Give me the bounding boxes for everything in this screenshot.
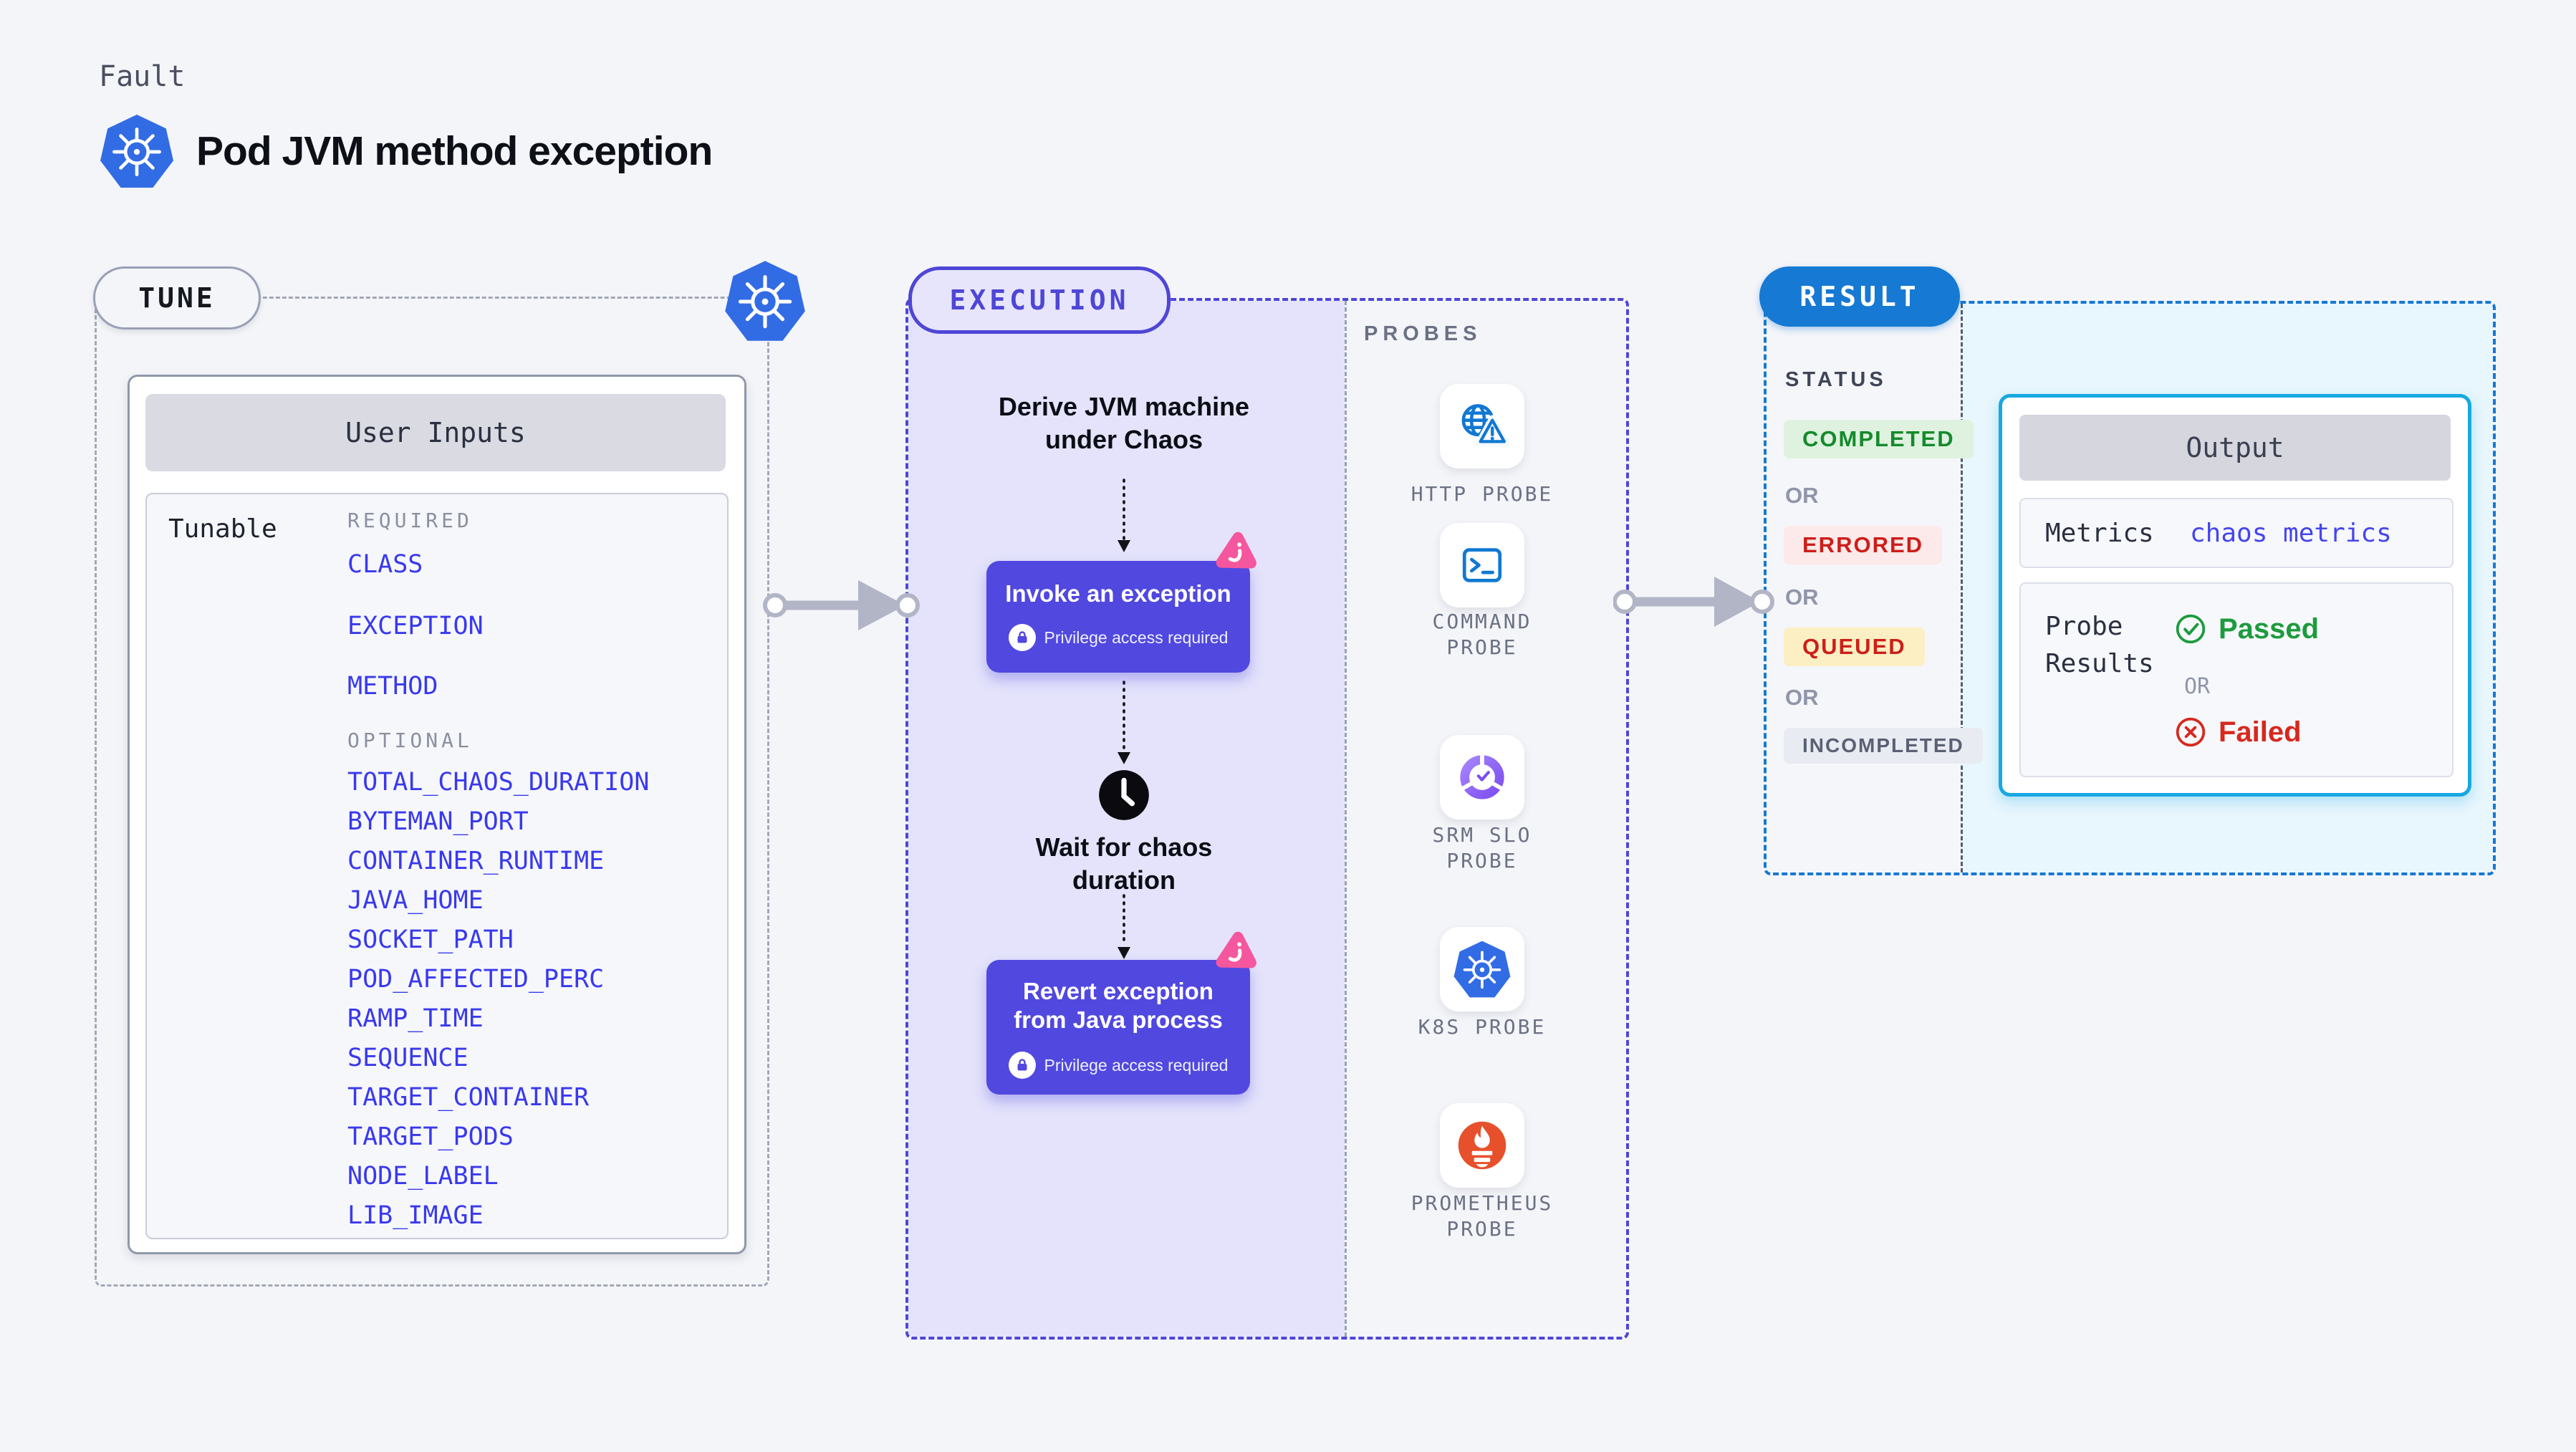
user-inputs-header: User Inputs	[145, 394, 726, 471]
failed-x-icon	[2176, 717, 2206, 747]
tunable-item-byteman-port[interactable]: BYTEMAN_PORT	[347, 807, 529, 836]
slo-donut-check-icon	[1459, 752, 1505, 799]
probe-passed-result: Passed	[2174, 612, 2319, 645]
arrow-execution-to-result	[1613, 577, 1774, 627]
tunable-row-label: Tunable	[168, 514, 277, 544]
http-probe-label: HTTP PROBE	[1410, 482, 1554, 506]
arrow-invoke-to-wait	[1118, 681, 1130, 764]
invoke-exception-button[interactable]: Invoke an exception Privilege access req…	[986, 561, 1250, 673]
status-badge-completed: COMPLETED	[1784, 420, 1974, 458]
tunable-item-socket-path[interactable]: SOCKET_PATH	[347, 925, 514, 954]
lock-icon	[1008, 624, 1036, 651]
tunable-item-class[interactable]: CLASS	[347, 550, 423, 579]
tunable-item-target-pods[interactable]: TARGET_PODS	[347, 1122, 514, 1151]
kubernetes-icon	[1453, 941, 1511, 998]
passed-label: Passed	[2219, 612, 2320, 645]
command-probe-card[interactable]	[1440, 523, 1524, 607]
metrics-label: Metrics	[2045, 519, 2154, 548]
tune-badge: TUNE	[93, 266, 261, 330]
required-group-label: REQUIRED	[347, 509, 473, 532]
probes-separator	[1345, 301, 1347, 1337]
kubernetes-logo-icon	[100, 115, 173, 188]
passed-check-icon	[2176, 614, 2206, 644]
privilege-note-row: Privilege access required	[986, 1052, 1250, 1079]
tunable-item-target-container[interactable]: TARGET_CONTAINER	[347, 1083, 590, 1112]
prometheus-flame-icon	[1458, 1121, 1506, 1170]
terminal-icon	[1462, 548, 1502, 582]
status-badge-incompleted: INCOMPLETED	[1784, 728, 1983, 764]
page-title: Pod JVM method exception	[196, 128, 713, 174]
or-label: OR	[1785, 483, 1819, 508]
srm-slo-probe-card[interactable]	[1440, 735, 1524, 819]
result-badge: RESULT	[1759, 266, 1960, 327]
result-separator	[1961, 304, 1963, 872]
k8s-probe-card[interactable]	[1440, 927, 1524, 1011]
optional-group-label: OPTIONAL	[347, 729, 473, 752]
tunable-item-method[interactable]: METHOD	[347, 672, 438, 701]
tunable-item-ramp-time[interactable]: RAMP_TIME	[347, 1004, 484, 1033]
metrics-row: Metrics chaos metrics	[2019, 498, 2454, 568]
status-label: STATUS	[1785, 368, 1887, 391]
http-probe-card[interactable]	[1440, 384, 1524, 468]
status-badge-queued: QUEUED	[1784, 628, 1925, 666]
derive-step-label: Derive JVM machine under Chaos	[998, 392, 1250, 455]
or-label: OR	[1785, 685, 1819, 710]
wait-clock-icon	[1099, 770, 1149, 820]
lock-icon	[1008, 1052, 1036, 1079]
revert-step-title: Revert exception from Java process	[1014, 978, 1223, 1034]
arrow-tune-to-execution	[763, 580, 920, 630]
command-probe-label: COMMAND PROBE	[1432, 610, 1532, 660]
prometheus-probe-card[interactable]	[1440, 1103, 1524, 1188]
probe-results-row: Probe Results Passed OR Failed	[2019, 582, 2454, 777]
or-label: OR	[2184, 674, 2211, 699]
arrow-wait-to-revert	[1118, 894, 1130, 959]
wait-step-label: Wait for chaos duration	[1035, 832, 1213, 895]
tunable-item-exception[interactable]: EXCEPTION	[347, 612, 484, 640]
srm-slo-probe-label: SRM SLO PROBE	[1432, 823, 1532, 873]
execution-badge: EXECUTION	[908, 266, 1171, 334]
privilege-note: Privilege access required	[1044, 628, 1229, 647]
prometheus-probe-label: PROMETHEUS PROBE	[1410, 1191, 1554, 1241]
tunable-item-node-label[interactable]: NODE_LABEL	[347, 1162, 499, 1191]
tunable-list: Tunable REQUIRED CLASS EXCEPTION METHOD …	[145, 493, 729, 1239]
tunable-item-container-runtime[interactable]: CONTAINER_RUNTIME	[347, 847, 605, 875]
tunable-item-pod-affected-perc[interactable]: POD_AFFECTED_PERC	[347, 965, 605, 994]
probe-results-label: Probe Results	[2045, 612, 2154, 679]
user-inputs-card: User Inputs Tunable REQUIRED CLASS EXCEP…	[128, 375, 746, 1254]
chaos-icon	[1216, 532, 1256, 569]
k8s-probe-label: K8S PROBE	[1418, 1015, 1547, 1039]
arrow-derive-to-invoke	[1118, 479, 1130, 552]
probes-panel-label: PROBES	[1364, 322, 1482, 345]
output-card: Output Metrics chaos metrics Probe Resul…	[1999, 394, 2471, 797]
privilege-note-row: Privilege access required	[986, 624, 1250, 651]
tunable-item-java-home[interactable]: JAVA_HOME	[347, 886, 484, 915]
globe-warning-icon	[1461, 404, 1509, 447]
tunable-item-lib-image[interactable]: LIB_IMAGE	[347, 1201, 484, 1230]
revert-exception-button[interactable]: Revert exception from Java process Privi…	[986, 960, 1250, 1095]
privilege-note: Privilege access required	[1044, 1055, 1229, 1074]
failed-label: Failed	[2219, 716, 2302, 748]
tunable-item-total-chaos-duration[interactable]: TOTAL_CHAOS_DURATION	[347, 768, 650, 797]
metrics-value[interactable]: chaos metrics	[2190, 519, 2392, 548]
chaos-icon	[1216, 931, 1256, 968]
output-header: Output	[2019, 415, 2451, 481]
fault-eyebrow: Fault	[99, 60, 186, 93]
tune-kubernetes-icon	[725, 261, 805, 341]
status-badge-errored: ERRORED	[1784, 526, 1943, 564]
tune-section	[95, 297, 769, 1287]
tunable-item-sequence[interactable]: SEQUENCE	[347, 1044, 468, 1072]
or-label: OR	[1785, 585, 1819, 610]
probe-failed-result: Failed	[2174, 716, 2302, 749]
invoke-step-title: Invoke an exception	[1005, 580, 1231, 607]
